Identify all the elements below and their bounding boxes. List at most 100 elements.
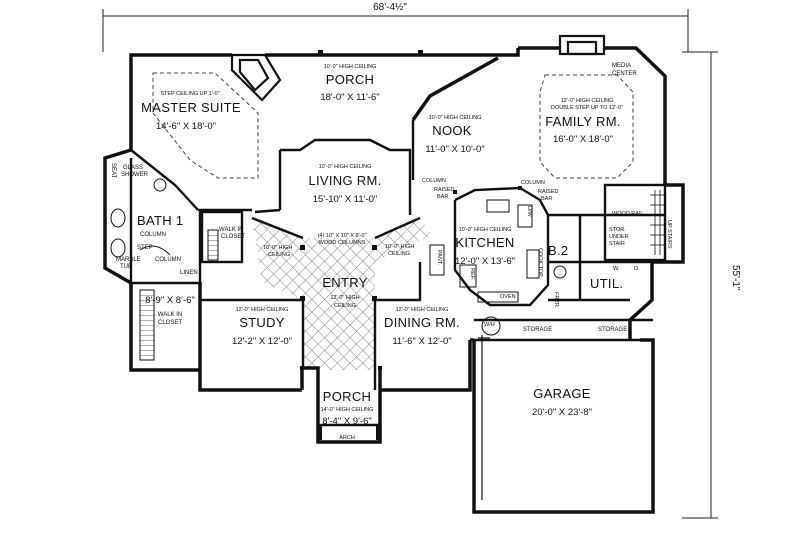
family-ceiling-1: 12'-0" HIGH CEILING [560, 98, 614, 104]
porch-columns [300, 366, 382, 440]
dw-note: D/W [526, 206, 532, 217]
walk-in-closet-2: CLOSET [221, 234, 246, 240]
garage-name: GARAGE [533, 386, 591, 401]
closet-master-dims: 8'-9" X 8'-6" [145, 295, 195, 306]
column-k2: COLUMN [521, 180, 545, 186]
hall-floor-pattern-right [375, 218, 432, 262]
dining-dims: 11'-6" X 12'-0" [392, 336, 452, 347]
porch-front-dims: 8'-4" X 9'-6" [322, 416, 372, 427]
dining-name: DINING RM. [384, 315, 460, 330]
family-dims: 16'-0" X 18'-0" [552, 134, 614, 145]
util-name: UTIL. [590, 276, 624, 291]
dining-ceiling: 12'-0" HIGH CEILING [395, 307, 449, 313]
seat-note: SEAT [110, 163, 116, 179]
media-center-1: MEDIA [612, 63, 632, 69]
column-bath2-note: COLUMN [155, 257, 182, 263]
stor-under-2: UNDER [609, 234, 629, 240]
marble-tub-1: MARBLE [116, 257, 141, 263]
pantry-note: PANT. [436, 250, 442, 266]
stairs-up-note: UP STAIRS [666, 220, 672, 249]
master-dims: 14'-6" X 18'-0" [155, 121, 217, 132]
living-name: LIVING RM. [308, 173, 382, 188]
dryer-note: D. [634, 266, 640, 272]
bath1-name: BATH 1 [137, 213, 184, 228]
wood-rail-note: WOOD RAIL [612, 211, 644, 217]
entry-floor-pattern [303, 238, 375, 370]
hall-ceiling-2: CEILING [268, 252, 291, 258]
stor-under-3: STAIR [609, 241, 625, 247]
walk-in-closet-1: WALK IN [219, 227, 244, 233]
entry-ceiling-2: CEILING [333, 303, 357, 309]
raised-bar-1a: RAISED [434, 187, 455, 193]
ref-note: REF. [469, 268, 475, 280]
overall-width-label: 68'-4½" [373, 2, 407, 13]
kitchen-fixtures [429, 199, 540, 336]
interior-walls [129, 120, 667, 427]
porch-rear-ceiling: 10'-0" HIGH CEILING [323, 64, 377, 70]
column-k1: COLUMN [422, 178, 446, 184]
raised-bar-2a: RAISED [538, 189, 559, 195]
master-ceiling: STEP CEILING UP 1'-0" [160, 91, 220, 97]
master-name: MASTER SUITE [141, 100, 241, 115]
study-ceiling: 12'-0" HIGH CEILING [235, 307, 289, 313]
stor-under-1: STOR. [609, 227, 626, 233]
nook-dims: 11'-0" X 10'-0" [425, 144, 485, 155]
fireplaces [230, 34, 606, 102]
hall-floor-pattern [252, 218, 303, 300]
glass-shower-1: GLASS [123, 165, 144, 171]
closet-master-label-1: WALK IN [157, 312, 183, 318]
closet-shelf-master [139, 289, 155, 361]
kitchen-name: KITCHEN [455, 235, 515, 250]
stairs [650, 190, 665, 255]
family-ceiling-2: DOUBLE STEP UP TO 12'-0" [551, 105, 623, 111]
step-note: STEP [137, 245, 153, 251]
porch-front-name: PORCH [322, 389, 372, 404]
raised-bar-1b: BAR [437, 194, 449, 200]
oven-note: OVEN [500, 294, 516, 300]
wood-columns-1: (4) 10" X 10" X 8'-0" [317, 233, 367, 239]
kitchen-dims: 12'-0" X 13'-6" [454, 256, 516, 267]
media-center-2: CENTER [612, 71, 637, 77]
glass-shower-2: SHOWER [121, 172, 148, 178]
column-bath-note: COLUMN [140, 232, 167, 238]
kitchen-ceiling: 10'-0" HIGH CEILING [458, 227, 512, 233]
bath-fixtures [110, 178, 567, 279]
garage-dims: 20'-0" X 23'-8" [531, 407, 593, 418]
porch-rear-dims: 18'-0" X 11'-6" [320, 92, 380, 103]
ceiling-right-1: 10'-0" HIGH [385, 244, 415, 250]
exterior-walls [103, 46, 685, 514]
washer-note: W. [613, 266, 620, 272]
wood-columns-2: WOOD COLUMNS [318, 240, 366, 246]
porch-front-ceiling: 14'-0" HIGH CEILING [320, 407, 374, 413]
bath2-name: B.2 [548, 243, 569, 258]
linen-note: LINEN [180, 270, 198, 276]
marble-tub-2: TUB [120, 264, 132, 270]
family-name: FAMILY RM. [545, 114, 621, 129]
nook-name: NOOK [432, 123, 472, 138]
raised-bar-2b: BAR [541, 196, 553, 202]
living-dims: 15'-10" X 11'-0" [312, 194, 378, 205]
storage-1: STORAGE [523, 327, 553, 333]
porch-front-arch: ARCH [339, 435, 355, 441]
hall-ceiling-1: 10'-0" HIGH [263, 245, 293, 251]
overall-depth-label: 55'-1" [730, 265, 741, 291]
columns [300, 50, 522, 301]
ceiling-right-2: CEILING [388, 251, 411, 257]
entry-ceiling-1: 12'-0" HIGH [330, 295, 360, 301]
ceiling-outlines [152, 72, 634, 179]
porch-rear-name: PORCH [325, 72, 375, 87]
overall-depth-dimension [682, 51, 718, 519]
closet-master-label-2: CLOSET [157, 320, 183, 326]
water-heater-note: W/H [484, 322, 495, 328]
overall-width-dimension [102, 9, 689, 52]
nook-ceiling: 10'-0" HIGH CEILING [428, 115, 482, 121]
garage-door [478, 335, 490, 500]
closet-shelf [207, 229, 219, 261]
freezer-note: FRZR. [553, 292, 559, 309]
study-name: STUDY [239, 315, 285, 330]
entry-name: ENTRY [322, 275, 368, 290]
cook-top-note: COOK TOP [537, 248, 543, 277]
study-dims: 12'-2" X 12'-0" [231, 336, 293, 347]
living-ceiling: 10'-0" HIGH CEILING [318, 164, 372, 170]
